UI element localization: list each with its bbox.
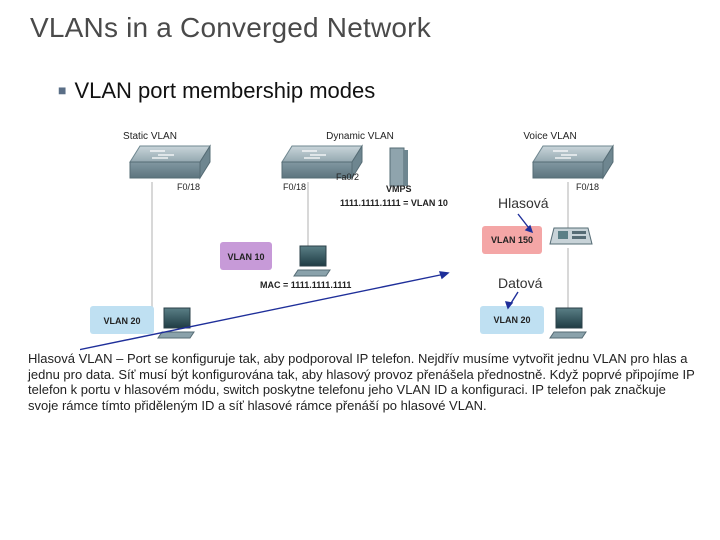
vmps-label: VMPS — [386, 184, 412, 194]
page-title: VLANs in a Converged Network — [30, 12, 431, 43]
pc-dynamic-icon — [293, 245, 331, 277]
switch-dynamic-arrows-icon — [302, 150, 326, 159]
vlan20-static-badge: VLAN 20 — [90, 306, 154, 334]
switch-static-front — [129, 161, 201, 179]
vmps-server-body — [389, 147, 405, 187]
switch-voice-front — [532, 161, 604, 179]
pc-static-icon — [157, 307, 195, 339]
description-text: Hlasová VLAN – Port se konfiguruje tak, … — [28, 351, 695, 413]
vmps-mapping: 1111.1111.1111 = VLAN 10 — [340, 198, 448, 208]
hlasova-label: Hlasová — [498, 195, 549, 211]
port-voice: F0/18 — [576, 182, 599, 192]
vlan20-static-label: VLAN 20 — [103, 316, 140, 326]
arrow-datova-head — [504, 301, 514, 310]
vlan10-label: VLAN 10 — [227, 252, 264, 262]
switch-dynamic: Dynamic VLAN F0/18 Fa0/2 — [281, 131, 394, 192]
bullet-square-icon: ■ — [58, 82, 67, 98]
switch-static-arrows-icon — [150, 150, 174, 159]
arrow-long-head — [438, 271, 450, 280]
vlan-diagram-svg: Static VLAN F0/18 Dynamic VLAN F0/18 Fa0… — [77, 131, 614, 351]
switch-static-side — [199, 144, 211, 180]
switch-dynamic-side — [351, 144, 363, 180]
pc-voice-icon — [549, 307, 587, 339]
ip-phone-icon — [549, 227, 593, 245]
switch-voice: Voice VLAN F0/18 — [523, 131, 614, 192]
annotation-arrows — [77, 213, 534, 351]
vlan20-voice-badge: VLAN 20 — [480, 306, 544, 334]
bullet-text: VLAN port membership modes — [74, 78, 376, 103]
switch-static: Static VLAN F0/18 — [123, 131, 211, 192]
bullet-item: ■ VLAN port membership modes — [58, 78, 375, 104]
datova-label: Datová — [498, 275, 543, 291]
arrow-hlasova-head — [524, 224, 534, 234]
vlan150-badge: VLAN 150 — [482, 226, 542, 254]
vlan150-label: VLAN 150 — [491, 235, 533, 245]
vmps-server-side — [404, 150, 408, 186]
vlan-diagram: Static VLAN F0/18 Dynamic VLAN F0/18 Fa0… — [77, 122, 620, 352]
vlan20-voice-label: VLAN 20 — [493, 315, 530, 325]
arrow-long — [77, 273, 446, 351]
switch-voice-top — [532, 145, 614, 163]
port-static: F0/18 — [177, 182, 200, 192]
switch-voice-side — [602, 144, 614, 180]
mac-label: MAC = 1111.1111.1111 — [260, 280, 351, 290]
switch-voice-label: Voice VLAN — [523, 131, 576, 142]
port-dynamic-vmps: Fa0/2 — [336, 172, 359, 182]
switch-static-label: Static VLAN — [123, 131, 177, 142]
switch-dynamic-label: Dynamic VLAN — [326, 131, 394, 142]
vlan10-badge: VLAN 10 — [220, 242, 272, 270]
vmps-server: VMPS 1111.1111.1111 = VLAN 10 — [340, 147, 448, 208]
port-dynamic: F0/18 — [283, 182, 306, 192]
switch-voice-arrows-icon — [553, 150, 577, 159]
switch-dynamic-top — [281, 145, 363, 163]
switch-static-top — [129, 145, 211, 163]
